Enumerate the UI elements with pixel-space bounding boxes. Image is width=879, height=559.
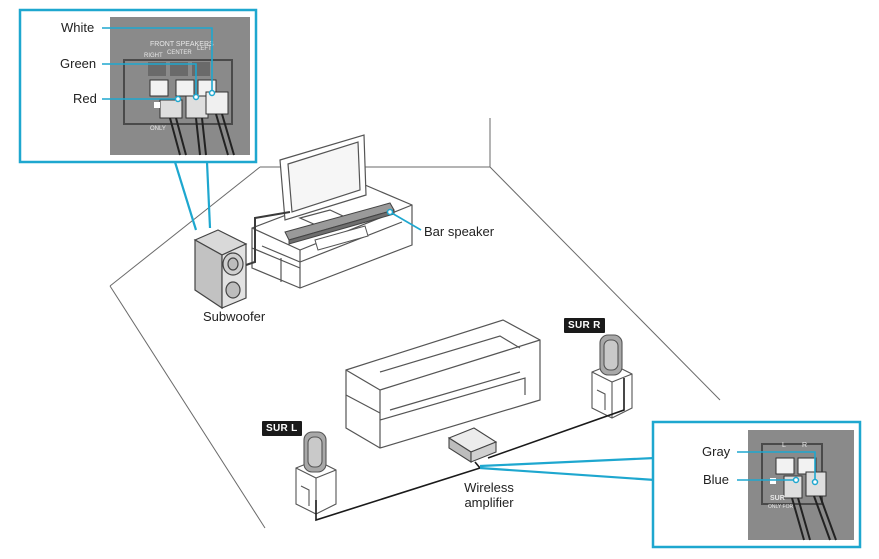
callout-lines bbox=[173, 161, 656, 482]
label-green: Green bbox=[60, 56, 97, 71]
stand-device bbox=[314, 225, 369, 251]
label-red: Red bbox=[73, 91, 97, 106]
surround-l-label: L bbox=[782, 442, 786, 449]
label-subwoofer: Subwoofer bbox=[203, 309, 266, 324]
front-speakers-callout: FRONT SPEAKERS RIGHT CENTER LEFT ONLY bbox=[18, 8, 258, 164]
subwoofer-shape bbox=[193, 229, 248, 310]
label-bar-speaker: Bar speaker bbox=[424, 224, 495, 239]
wireless-amplifier-shape bbox=[447, 427, 498, 464]
bar-speaker-pointer-dot bbox=[386, 208, 394, 216]
front-center-label: CENTER bbox=[167, 50, 192, 56]
subwoofer-cable bbox=[245, 211, 291, 266]
surround-callout: L R SUR ONLY FOR bbox=[651, 420, 862, 549]
label-gray: Gray bbox=[702, 444, 731, 459]
front-speakers-heading: FRONT SPEAKERS bbox=[150, 41, 214, 48]
sur-r-speaker bbox=[591, 334, 633, 419]
badge-sur-r: SUR R bbox=[564, 318, 605, 333]
room-outline bbox=[109, 118, 721, 529]
bar-speaker-pointer bbox=[389, 211, 422, 231]
surround-r-label: R bbox=[802, 442, 807, 449]
front-left-label: LEFT bbox=[197, 46, 212, 52]
label-wireless-line2: amplifier bbox=[464, 495, 514, 510]
surround-cables bbox=[315, 378, 625, 522]
surround-sur-label: SUR bbox=[770, 495, 785, 502]
bar-speaker-shape bbox=[284, 202, 395, 245]
label-white: White bbox=[61, 20, 95, 35]
front-only-note: ONLY bbox=[150, 126, 166, 132]
badge-sur-l: SUR L bbox=[262, 421, 302, 436]
front-right-label: RIGHT bbox=[144, 53, 163, 59]
surround-only-note: ONLY FOR bbox=[768, 504, 793, 510]
sofa bbox=[345, 319, 541, 449]
label-wireless-amplifier: Wireless amplifier bbox=[452, 480, 526, 510]
label-wireless-line1: Wireless bbox=[464, 480, 514, 495]
label-blue: Blue bbox=[703, 472, 730, 487]
